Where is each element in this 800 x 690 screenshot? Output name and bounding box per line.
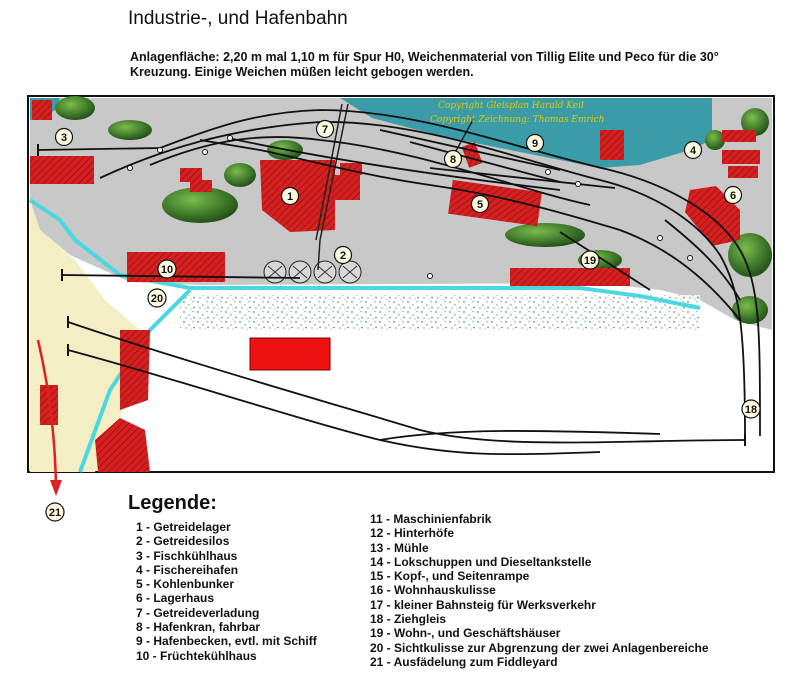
legend-title: Legende: xyxy=(128,492,217,514)
page-title: Industrie-, und Hafenbahn xyxy=(128,8,348,29)
legend-item: 5 - Kohlenbunker xyxy=(136,577,235,592)
legend-item: 14 - Lokschuppen und Dieseltankstelle xyxy=(370,554,592,569)
marker-label: 9 xyxy=(532,138,538,150)
buildings xyxy=(30,100,760,472)
marker-label: 3 xyxy=(61,132,67,144)
marker-circle xyxy=(315,119,335,139)
marker-circle xyxy=(741,399,761,419)
marker-circle xyxy=(147,288,167,308)
marker-label: 1 xyxy=(287,191,293,203)
legend-item: 9 - Hafenbecken, evtl. mit Schiff xyxy=(136,634,317,649)
legend-item: 18 - Ziehgleis xyxy=(370,612,447,627)
legend-item: 1 - Getreidelager xyxy=(136,520,231,534)
legend-item: 2 - Getreidesilos xyxy=(136,534,230,549)
legend-item: 19 - Wohn-, und Geschäftshäuser xyxy=(370,626,561,641)
legend-item: 17 - kleiner Bahnsteig für Werksverkehr xyxy=(370,597,596,612)
legend-item: 4 - Fischereihafen xyxy=(136,562,239,577)
marker-label: 5 xyxy=(477,199,483,211)
legend-item: 12 - Hinterhöfe xyxy=(370,526,455,541)
legend-item: 8 - Hafenkran, fahrbar xyxy=(136,620,261,635)
marker-circle xyxy=(470,194,490,214)
marker-circle xyxy=(723,185,743,205)
legend-item: 21 - Ausfädelung zum Fiddleyard xyxy=(370,654,558,669)
marker-circle xyxy=(157,259,177,279)
marker-label: 6 xyxy=(730,190,736,202)
legend-item: 15 - Kopf-, und Seitenrampe xyxy=(370,569,530,584)
number-markers: 1 2 3 4 5 6 7 8 9 10 18 19 20 21 xyxy=(45,119,761,522)
trees xyxy=(55,96,772,324)
marker-label: 2 xyxy=(340,250,346,262)
marker-label: 19 xyxy=(584,255,596,267)
tracks xyxy=(37,109,761,456)
marker-circle xyxy=(45,502,65,522)
marker-label: 4 xyxy=(690,145,697,157)
fiddleyard-line xyxy=(36,339,58,489)
marker-label: 8 xyxy=(450,154,456,166)
page-subtitle: Anlagenfläche: 2,20 m mal 1,10 m für Spu… xyxy=(130,50,719,79)
legend-item: 7 - Getreideverladung xyxy=(136,605,260,620)
marker-circle xyxy=(683,140,703,160)
legend-item: 16 - Wohnhauskulisse xyxy=(370,583,496,598)
copyright-plan: Copyright Gleisplan Harald Keil xyxy=(438,101,584,111)
marker-circle xyxy=(443,149,463,169)
marker-label: 7 xyxy=(322,124,328,136)
turnout-markers xyxy=(127,135,693,279)
buffer-stops xyxy=(37,144,746,446)
marker-circle xyxy=(580,250,600,270)
legend-item: 10 - Früchtekühlhaus xyxy=(136,648,257,663)
marker-label: 10 xyxy=(161,264,173,276)
marker-circle xyxy=(525,133,545,153)
marker-label: 20 xyxy=(151,293,163,305)
marker-circle xyxy=(54,127,74,147)
copyright-drawing: Copyright Zeichnung: Thomas Emrich xyxy=(430,115,604,125)
marker-label: 21 xyxy=(49,507,61,519)
legend-item: 13 - Mühle xyxy=(370,540,429,555)
legend-item: 20 - Sichtkulisse zur Abgrenzung der zwe… xyxy=(370,640,709,655)
legend-item: 3 - Fischkühlhaus xyxy=(136,548,238,563)
marker-circle xyxy=(280,186,300,206)
legend-item: 11 - Maschinienfabrik xyxy=(370,512,492,526)
fiddleyard-arrowhead xyxy=(50,480,62,496)
marker-label: 18 xyxy=(745,404,757,416)
legend-item: 6 - Lagerhaus xyxy=(136,591,215,606)
marker-circle xyxy=(333,245,353,265)
